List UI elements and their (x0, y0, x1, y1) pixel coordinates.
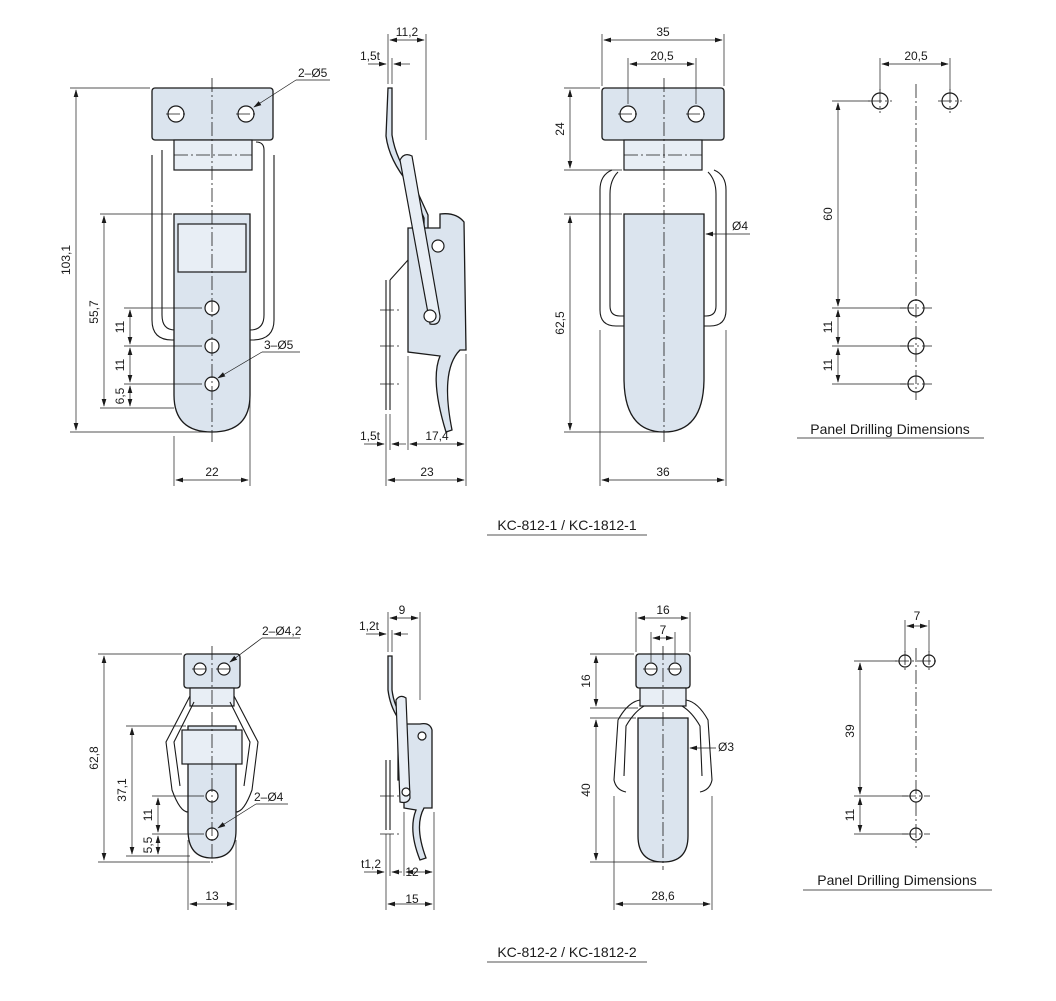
bottom-front-view (165, 646, 259, 866)
dim-panel-pitch: 11 (843, 808, 857, 821)
top-back-dimensions (564, 34, 750, 486)
dim-panel-vertical: 39 (843, 724, 857, 738)
caption-panel-bottom: Panel Drilling Dimensions (817, 872, 977, 888)
top-front-dimensions (70, 79, 330, 486)
dim-side-depth: 23 (420, 465, 434, 479)
dim-back-plate-height: 24 (553, 122, 567, 136)
dim-width: 22 (205, 465, 219, 479)
side-pivot (423, 309, 437, 323)
dim-thickness-top: 1,2t (359, 619, 380, 633)
dim-thickness-bottom: t1,2 (361, 857, 381, 871)
dim-side-width: 9 (399, 603, 406, 617)
dim-panel-vertical: 60 (821, 207, 835, 221)
side-pivot (431, 239, 445, 253)
dim-panel-pitch-b: 11 (821, 358, 835, 371)
wire-loop (165, 695, 259, 813)
dim-latch-height: 55,7 (87, 300, 101, 324)
dim-back-width: 16 (656, 603, 670, 617)
dim-side-width: 11,2 (396, 25, 419, 39)
model-label-bottom: KC-812-2 / KC-1812-2 (497, 944, 637, 960)
dim-side-latch-depth: 17,4 (425, 429, 449, 443)
dim-back-hole-pitch: 7 (660, 623, 667, 637)
dim-hole-pitch-a: 11 (113, 320, 127, 333)
top-side-dimensions (364, 34, 467, 486)
bottom-side-dimensions (364, 612, 435, 910)
top-back-view (599, 78, 727, 442)
side-latch (403, 722, 433, 861)
dim-thickness-bottom: 1,5t (360, 429, 381, 443)
dim-panel-hole-pitch: 7 (914, 609, 921, 623)
dim-holes-lower: 3–Ø5 (264, 338, 294, 352)
dim-overall-height: 103,1 (59, 245, 73, 275)
dim-back-plate-height: 16 (579, 674, 593, 688)
bottom-panel-drilling (854, 620, 939, 848)
dim-hole-edge: 6,5 (113, 387, 127, 404)
side-pivot (417, 731, 427, 741)
dim-holes-lower: 2–Ø4 (254, 790, 284, 804)
top-side-view (380, 87, 467, 433)
dim-hole-pitch-b: 11 (113, 358, 127, 371)
dim-back-overall-width: 36 (656, 465, 670, 479)
dim-hole-edge: 5,5 (141, 836, 155, 853)
dim-holes-top: 2–Ø5 (298, 66, 328, 80)
dim-panel-hole-pitch: 20,5 (904, 49, 928, 63)
model-label-top: KC-812-1 / KC-1812-1 (497, 517, 637, 533)
top-front-view (151, 78, 275, 442)
dim-back-width: 35 (656, 25, 670, 39)
side-pivot (401, 787, 411, 797)
dim-back-hole: Ø3 (718, 740, 734, 754)
dim-hole-pitch: 11 (141, 808, 155, 821)
dim-overall-height: 62,8 (87, 746, 101, 770)
dim-back-latch-height: 62,5 (553, 311, 567, 335)
dim-back-overall-width: 28,6 (651, 889, 675, 903)
side-lever (399, 154, 441, 325)
dim-thickness-top: 1,5t (360, 49, 381, 63)
bottom-back-dimensions (590, 612, 716, 910)
top-panel-drilling (832, 58, 962, 400)
dim-panel-pitch-a: 11 (821, 320, 835, 333)
dim-width: 13 (205, 889, 219, 903)
dim-back-latch-height: 40 (579, 783, 593, 797)
dim-back-hole: Ø4 (732, 219, 748, 233)
side-strike (385, 760, 391, 830)
dim-latch-height: 37,1 (115, 778, 129, 802)
side-lever (395, 695, 411, 804)
bottom-side-view (380, 655, 433, 861)
back-loop (613, 699, 713, 793)
caption-panel-top: Panel Drilling Dimensions (810, 421, 970, 437)
bottom-front-dimensions (98, 637, 300, 910)
dim-holes-top: 2–Ø4,2 (262, 624, 302, 638)
wire-loop (161, 141, 265, 331)
dim-back-hole-pitch: 20,5 (650, 49, 674, 63)
bottom-back-view (613, 646, 713, 870)
side-strike (385, 280, 391, 410)
dim-side-latch-depth: 12 (405, 865, 419, 879)
dim-side-depth: 15 (405, 892, 419, 906)
